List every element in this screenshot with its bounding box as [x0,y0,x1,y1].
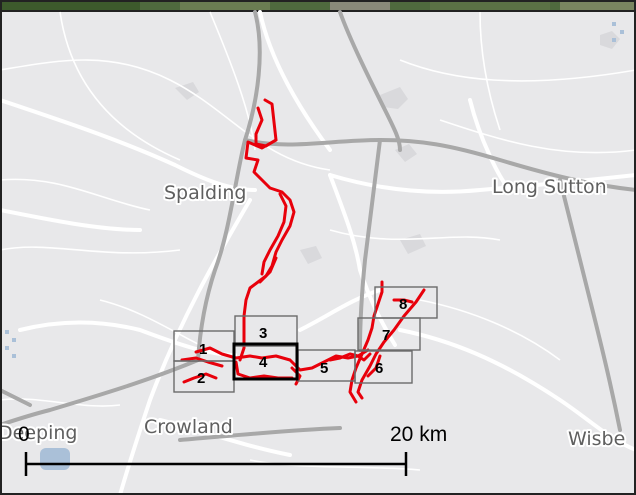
box-labels: 1 2 3 4 5 6 7 8 [197,296,407,387]
minor-roads [0,11,636,471]
box-label-6: 6 [375,360,383,377]
place-spalding: Spalding [164,182,247,204]
scale-start-label: 0 [18,423,30,446]
place-wisbech: Wisbe [568,428,625,450]
box-8 [374,286,438,319]
grid-boxes [173,286,438,393]
box-label-8: 8 [399,296,407,313]
route-track [180,98,426,404]
box-label-7: 7 [382,327,390,344]
box-4-highlight [232,342,299,381]
box-label-2: 2 [197,370,205,387]
box-label-1: 1 [199,341,207,358]
box-3 [234,315,298,347]
box-label-3: 3 [259,325,267,342]
box-label-5: 5 [320,360,328,377]
place-crowland: Crowland [144,416,233,438]
place-deeping: Deeping [0,422,77,444]
place-long-sutton: Long Sutton [492,176,607,198]
major-roads [0,10,636,442]
scale-end-label: 20 km [390,423,447,446]
box-label-4: 4 [259,354,268,371]
satellite-strip [0,0,636,12]
place-labels: Spalding Long Sutton Crowland Deeping Wi… [0,174,627,452]
box-6 [354,350,413,384]
scale-bar: 0 20 km [18,423,447,476]
